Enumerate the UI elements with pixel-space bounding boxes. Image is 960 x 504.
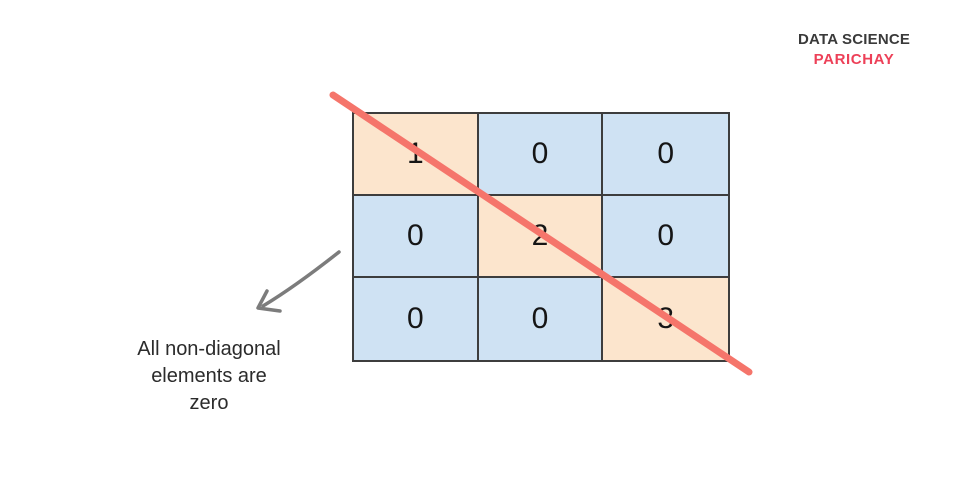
brand-title: DATA SCIENCE	[798, 31, 911, 48]
matrix-cell-0-1: 0	[478, 114, 604, 196]
matrix-cell-0-2: 0	[603, 114, 728, 196]
matrix-cell-1-2: 0	[603, 196, 728, 278]
caption-line: All non-diagonal	[137, 338, 281, 360]
brand-subtitle: PARICHAY	[813, 51, 895, 69]
matrix-grid: 1 0 0 0 2 0 0 0 3	[352, 112, 730, 362]
brand-mark: DATA SCIENCE PARICHAY	[798, 30, 910, 71]
annotation-caption: All non-diagonal elements are zero	[84, 336, 334, 417]
matrix-cell-0-0: 1	[354, 114, 479, 196]
matrix-cell-1-1: 2	[478, 196, 604, 278]
caption-line: elements are	[151, 365, 267, 387]
caption-line: zero	[189, 392, 229, 414]
matrix-cell-2-2: 3	[603, 278, 728, 360]
arrow-head	[256, 289, 282, 313]
arrow-shaft	[261, 250, 341, 308]
arrow-down-left-icon	[256, 250, 341, 313]
matrix-cell-2-1: 0	[478, 278, 604, 360]
matrix-cell-1-0: 0	[354, 196, 479, 278]
matrix-cell-2-0: 0	[354, 278, 479, 360]
